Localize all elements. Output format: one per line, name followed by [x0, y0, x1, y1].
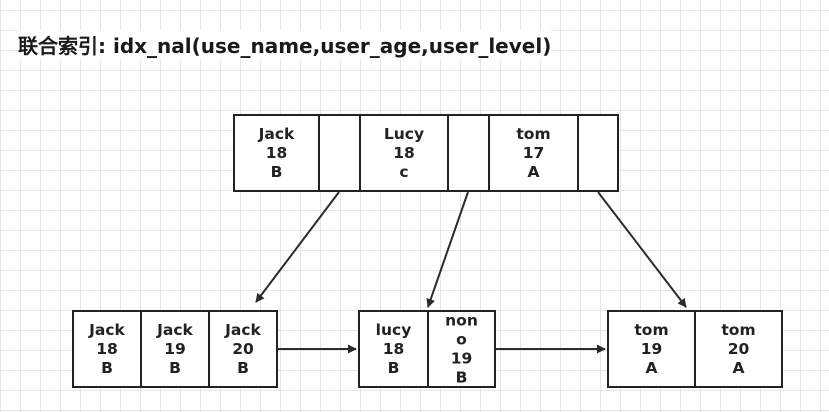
cell-text-line: lucy [376, 321, 412, 339]
cell-text-line: 19 [164, 340, 186, 358]
node-cell [577, 114, 619, 192]
pointer-arrow [597, 191, 687, 308]
pointer-arrow [426, 191, 469, 308]
leaf-nodes: Jack18BJack19BJack20Blucy18Bnono19Btom19… [72, 310, 783, 388]
cell-text-line: tom [721, 321, 755, 339]
cell-text-line: A [733, 359, 745, 377]
cell-text-line: 17 [523, 144, 545, 162]
cell-text-line: c [399, 163, 408, 181]
cell-text-line: o [456, 331, 467, 349]
cell-text-line: B [388, 359, 400, 377]
cell-text-line: A [528, 163, 540, 181]
cell-text-line: 18 [266, 144, 288, 162]
cell-box [72, 310, 142, 388]
node-cell [318, 114, 361, 192]
cell-text-line: B [237, 359, 249, 377]
cell-text-line: 20 [232, 340, 254, 358]
node-cell [447, 114, 490, 192]
cell-text-line: non [445, 312, 478, 330]
cell-box [607, 310, 696, 388]
cell-box [318, 114, 361, 192]
cell-box [447, 114, 490, 192]
cell-text-line: 19 [641, 340, 663, 358]
pointer-arrow [255, 191, 340, 303]
cell-box [358, 310, 429, 388]
cell-box [577, 114, 619, 192]
cell-box [233, 114, 320, 192]
cell-text-line: 20 [728, 340, 750, 358]
cell-text-line: A [646, 359, 658, 377]
cell-text-line: 18 [383, 340, 405, 358]
cell-text-line: Jack [88, 321, 125, 339]
cell-text-line: 19 [451, 350, 473, 368]
cell-text-line: tom [516, 125, 550, 143]
edges [255, 191, 687, 354]
cell-box [694, 310, 783, 388]
cell-text-line: tom [634, 321, 668, 339]
diagram-title: 联合索引: idx_nal(use_name,user_age,user_lev… [18, 30, 552, 59]
cell-text-line: Lucy [384, 125, 424, 143]
cell-text-line: Jack [258, 125, 295, 143]
cell-text-line: B [271, 163, 283, 181]
cell-text-line: B [101, 359, 113, 377]
cell-text-line: B [169, 359, 181, 377]
cell-box [427, 310, 496, 388]
cell-text-line: Jack [224, 321, 261, 339]
cell-text-line: 18 [393, 144, 415, 162]
cell-text-line: Jack [156, 321, 193, 339]
cell-text-line: 18 [96, 340, 118, 358]
cell-text-line: B [456, 369, 468, 387]
cell-box [140, 310, 210, 388]
cell-box [208, 310, 278, 388]
